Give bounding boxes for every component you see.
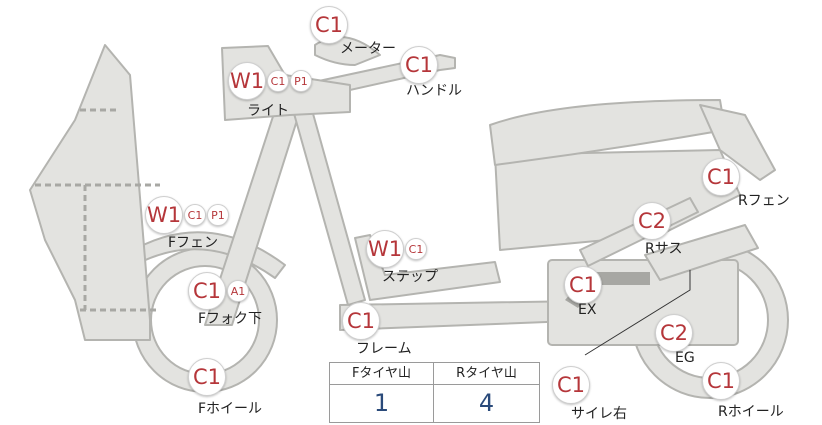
f-fender-badge-2: C1	[184, 204, 206, 226]
f-fender-badge-1: W1	[145, 196, 183, 234]
muffler-leader-line	[584, 270, 691, 356]
rear-fender-shape	[699, 104, 776, 181]
light-badge-2: C1	[267, 70, 289, 92]
f-wheel-badge-1: C1	[188, 358, 226, 396]
r-wheel-badges: C1	[702, 362, 740, 400]
tire-table-value-rear: 4	[478, 389, 495, 417]
frame-badge-1: C1	[342, 302, 380, 340]
muffler-r-badges: C1	[552, 366, 590, 404]
r-sus-badge-1: C2	[633, 202, 671, 240]
f-fork-badges: C1 A1	[188, 272, 249, 310]
frame-tube-shape	[292, 109, 366, 306]
step-label: ステップ	[382, 269, 438, 285]
light-badge-3: P1	[290, 70, 312, 92]
muffler-r-badge-1: C1	[552, 366, 590, 404]
tire-table-header-front: Fタイヤ山	[330, 363, 434, 385]
r-fender-badge-1: C1	[702, 158, 740, 196]
f-fork-badge-2: A1	[227, 280, 249, 302]
light-badges: W1 C1 P1	[228, 62, 312, 100]
ex-label: EX	[578, 302, 597, 318]
meter-label: メーター	[340, 41, 396, 57]
leg-shield-shape	[29, 44, 151, 341]
ex-badge-1: C1	[564, 266, 602, 304]
tire-tread-table: Fタイヤ山 Rタイヤ山 1 4	[329, 362, 540, 423]
r-wheel-label: Rホイール	[718, 404, 784, 420]
handle-badge-1: C1	[400, 46, 438, 84]
ex-badges: C1	[564, 266, 602, 304]
light-label: ライト	[247, 103, 289, 119]
meter-badges: C1	[310, 6, 348, 44]
meter-badge-1: C1	[310, 6, 348, 44]
f-fender-label: Fフェン	[168, 235, 219, 251]
frame-badges: C1	[342, 302, 380, 340]
rear-body-shape	[494, 149, 741, 251]
f-fender-badges: W1 C1 P1	[145, 196, 229, 234]
eg-badges: C2	[655, 314, 693, 352]
eg-badge-1: C2	[655, 314, 693, 352]
step-badges: W1 C1	[366, 230, 427, 268]
r-sus-badges: C2	[633, 202, 671, 240]
frame-label: フレーム	[356, 341, 412, 357]
r-fender-badges: C1	[702, 158, 740, 196]
r-sus-label: Rサス	[645, 241, 683, 257]
f-wheel-badges: C1	[188, 358, 226, 396]
eg-label: EG	[675, 350, 695, 366]
r-wheel-badge-1: C1	[702, 362, 740, 400]
handle-label: ハンドル	[406, 83, 462, 99]
light-badge-1: W1	[228, 62, 266, 100]
f-wheel-label: Fホイール	[198, 401, 263, 417]
r-fender-label: Rフェン	[738, 193, 790, 209]
handle-badges: C1	[400, 46, 438, 84]
f-fork-label: Fフォク下	[198, 311, 263, 327]
step-badge-2: C1	[405, 238, 427, 260]
muffler-r-label: サイレ右	[571, 406, 627, 422]
step-shape	[354, 234, 501, 301]
f-fork-badge-1: C1	[188, 272, 226, 310]
tire-table-header-rear: Rタイヤ山	[434, 363, 539, 385]
tire-table-value-front: 1	[330, 385, 434, 422]
step-badge-1: W1	[366, 230, 404, 268]
f-fender-badge-3: P1	[207, 204, 229, 226]
